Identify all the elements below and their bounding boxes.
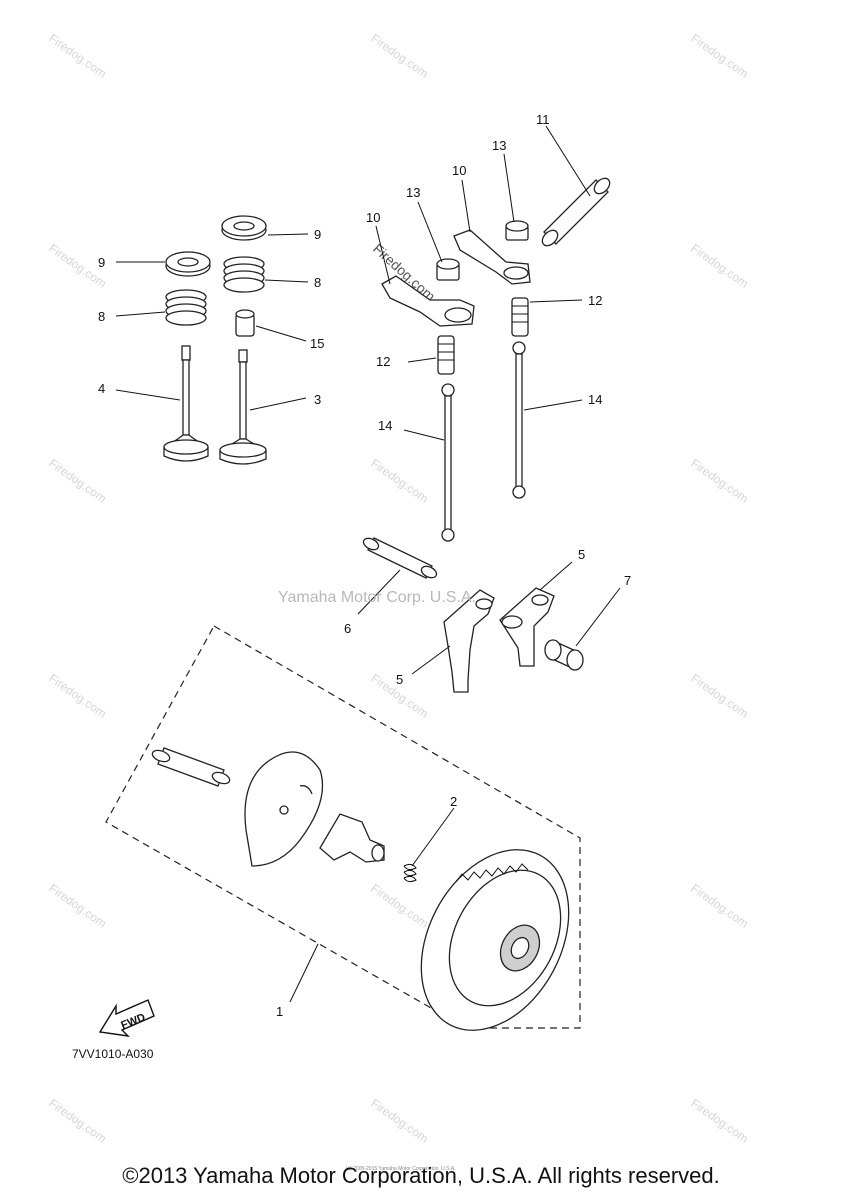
callout-8-right: 8 xyxy=(314,275,321,290)
callout-5-left: 5 xyxy=(396,672,403,687)
collar-right xyxy=(505,220,529,241)
callout-2: 2 xyxy=(450,794,457,809)
camshaft-pin xyxy=(151,747,231,787)
callout-11: 11 xyxy=(536,112,550,127)
pushrod-right xyxy=(512,341,526,499)
diagram-code: 7VV1010-A030 xyxy=(72,1047,154,1061)
watermark: Firedog.com xyxy=(46,31,109,81)
watermark: Firedog.com xyxy=(368,1096,431,1146)
tappet-collar xyxy=(544,639,584,671)
watermark: Firedog.com xyxy=(46,456,109,506)
callout-13-left: 13 xyxy=(406,185,420,200)
watermark: Firedog.com xyxy=(46,881,109,931)
watermark: Firedog.com xyxy=(688,31,751,81)
watermark: Firedog.com xyxy=(688,241,751,291)
tappet-left xyxy=(443,589,495,693)
collar-left xyxy=(436,258,460,281)
fwd-arrow-icon: FWD xyxy=(98,999,155,1037)
callout-3: 3 xyxy=(314,392,321,407)
valve-right xyxy=(219,349,267,465)
valve-left xyxy=(163,345,209,462)
callout-6: 6 xyxy=(344,621,351,636)
valve-retainer-right xyxy=(221,215,267,241)
callout-15: 15 xyxy=(310,336,324,351)
watermark: Firedog.com xyxy=(46,671,109,721)
watermark: Firedog.com xyxy=(46,1096,109,1146)
watermark: Firedog.com xyxy=(688,881,751,931)
copyright-notice: ©2013 Yamaha Motor Corporation, U.S.A. A… xyxy=(122,1163,720,1188)
valve-stem-seal xyxy=(235,309,255,337)
valve-spring-right xyxy=(223,256,265,293)
callout-12-right: 12 xyxy=(588,293,602,308)
callout-10-left: 10 xyxy=(366,210,380,225)
callout-7: 7 xyxy=(624,573,631,588)
callout-13-right: 13 xyxy=(492,138,506,153)
watermark: Firedog.com xyxy=(688,456,751,506)
watermark: Firedog.com xyxy=(368,881,431,931)
valve-retainer-left xyxy=(165,251,211,277)
rocker-arm-left xyxy=(381,275,475,327)
camshaft-assembly-outline xyxy=(105,625,581,1029)
pushrod-left xyxy=(441,383,455,542)
leader-lines xyxy=(115,125,621,1003)
watermark: Firedog.com xyxy=(368,31,431,81)
adjuster-right xyxy=(511,297,529,337)
callout-5-right: 5 xyxy=(578,547,585,562)
center-watermark: Yamaha Motor Corp. U.S.A. xyxy=(278,589,476,606)
callout-9-right: 9 xyxy=(314,227,321,242)
tappet-right xyxy=(499,587,555,667)
decompressor-spring xyxy=(403,863,417,883)
decompressor-plate xyxy=(244,751,324,867)
callout-1: 1 xyxy=(276,1004,283,1019)
decompressor-lever xyxy=(319,813,385,863)
callout-4: 4 xyxy=(98,381,105,396)
tappet-shaft xyxy=(362,537,438,579)
rocker-shaft xyxy=(541,177,611,247)
callout-14-left: 14 xyxy=(378,418,392,433)
callout-12-left: 12 xyxy=(376,354,390,369)
valve-spring-left xyxy=(165,289,207,326)
callouts: 9 9 8 8 15 4 3 11 13 10 13 10 12 12 14 1… xyxy=(98,112,631,1019)
callout-9-left: 9 xyxy=(98,255,105,270)
callout-8-left: 8 xyxy=(98,309,105,324)
small-notice: (c) 2005-2015 Yamaha Motor Corporation, … xyxy=(346,1166,456,1172)
rocker-arm-right xyxy=(453,229,531,285)
callout-10-right: 10 xyxy=(452,163,466,178)
callout-14-right: 14 xyxy=(588,392,602,407)
cam-gear xyxy=(420,849,570,1031)
watermark: Firedog.com xyxy=(688,1096,751,1146)
adjuster-left xyxy=(437,335,455,375)
watermark: Firedog.com xyxy=(368,456,431,506)
watermark: Firedog.com xyxy=(688,671,751,721)
